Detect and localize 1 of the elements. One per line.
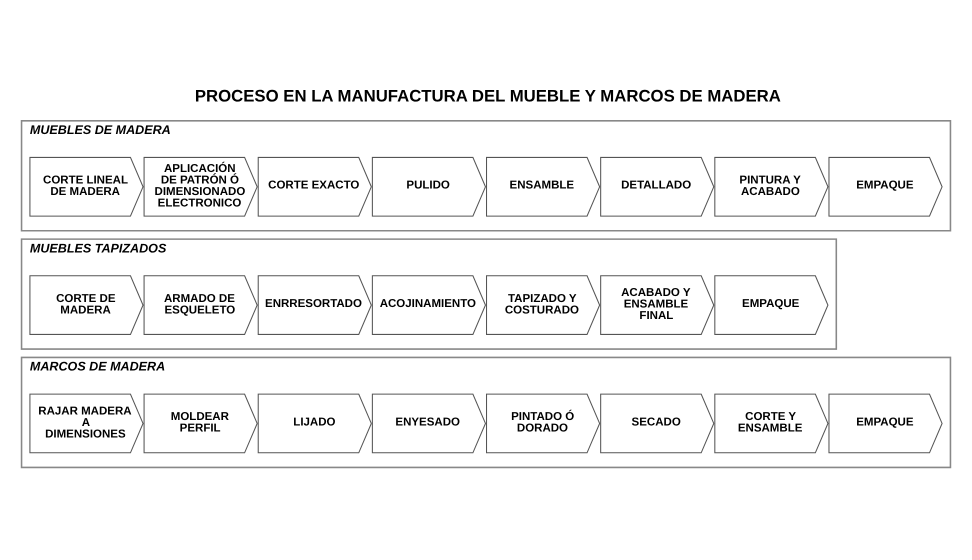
diagram-title: PROCESO EN LA MANUFACTURA DEL MUEBLE Y MARCOS DE MADERA [194,86,781,106]
